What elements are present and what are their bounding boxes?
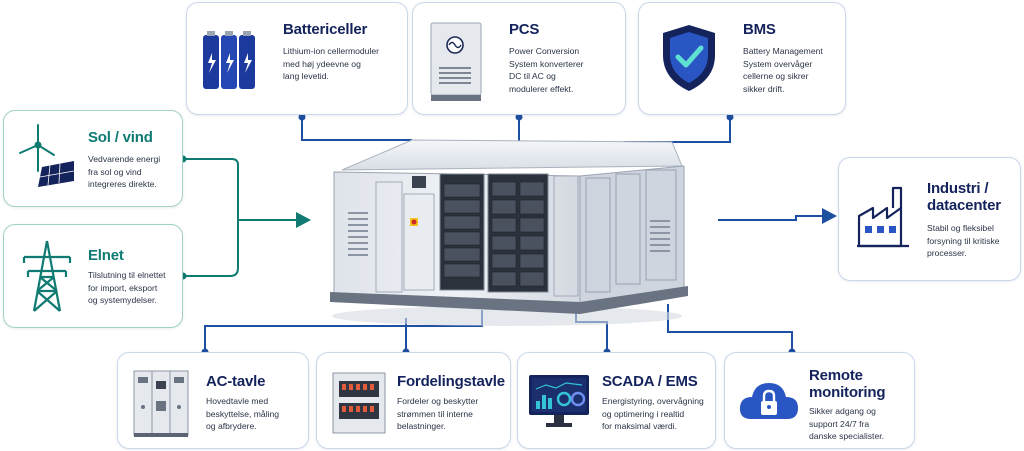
card-sol-vind: Sol / vind Vedvarende energi fra sol og … [3, 110, 183, 207]
card-remote: Remote monitoring Sikker adgang og suppo… [724, 352, 915, 449]
card-desc: Power Conversion System konverterer DC t… [509, 46, 584, 94]
power-pylon-icon [22, 240, 72, 312]
card-title: Remote monitoring [809, 367, 886, 401]
card-title: AC-tavle [206, 373, 266, 390]
battery-cells-icon [203, 31, 255, 89]
card-pcs: PCS Power Conversion System konverterer … [412, 2, 626, 115]
card-desc: Vedvarende energi fra sol og vind integr… [88, 154, 161, 189]
shield-check-icon [663, 25, 715, 91]
card-desc: Stabil og fleksibel forsyning til kritis… [927, 223, 1000, 258]
card-desc: Fordeler og beskytter strømmen til inter… [397, 396, 479, 431]
output-arrow-icon [822, 208, 837, 224]
card-industri: Industri / datacenter Stabil og fleksibe… [838, 157, 1021, 281]
card-desc: Tilslutning til elnettet for import, eks… [88, 270, 166, 305]
card-desc: Battery Management System overvåger cell… [743, 46, 823, 94]
inverter-cabinet-icon [430, 22, 482, 101]
card-title: SCADA / EMS [602, 373, 698, 390]
card-title: Industri / datacenter [927, 180, 1001, 214]
card-desc: Energistyring, overvågning og optimering… [602, 396, 704, 431]
bess-container-illustration [322, 136, 692, 330]
wind-solar-icon [19, 124, 75, 187]
card-title: PCS [509, 21, 540, 38]
card-battericeller: Battericeller Lithium-ion cellermoduler … [186, 2, 408, 115]
card-desc: Lithium-ion cellermoduler med høj ydeevn… [283, 46, 380, 81]
output-line [718, 215, 822, 221]
factory-icon [857, 186, 909, 248]
distribution-board-icon [332, 372, 386, 434]
card-bms: BMS Battery Management System overvåger … [638, 2, 846, 115]
card-title: Battericeller [283, 21, 368, 38]
card-ac-tavle: AC-tavle Hovedtavle med beskyttelse, mål… [117, 352, 309, 449]
card-title: Elnet [88, 247, 124, 264]
card-title: Sol / vind [88, 129, 153, 146]
card-desc: Sikker adgang og support 24/7 fra danske… [809, 406, 884, 441]
card-fordelingstavle: Fordelingstavle Fordeler og beskytter st… [316, 352, 511, 449]
input-arrow-icon [296, 212, 311, 228]
card-desc: Hovedtavle med beskyttelse, måling og af… [206, 396, 280, 431]
card-scada: SCADA / EMS Energistyring, overvågning o… [517, 352, 716, 449]
card-title: BMS [743, 21, 776, 38]
green-connectors [183, 158, 296, 277]
switchgear-cabinet-icon [133, 370, 189, 437]
cloud-lock-icon [739, 383, 798, 419]
card-title: Fordelingstavle [397, 373, 505, 390]
card-elnet: Elnet Tilslutning til elnettet for impor… [3, 224, 183, 328]
sol-elnet-bracket [183, 158, 239, 277]
monitor-dashboard-icon [529, 375, 589, 427]
bess-container-icon [330, 139, 688, 326]
